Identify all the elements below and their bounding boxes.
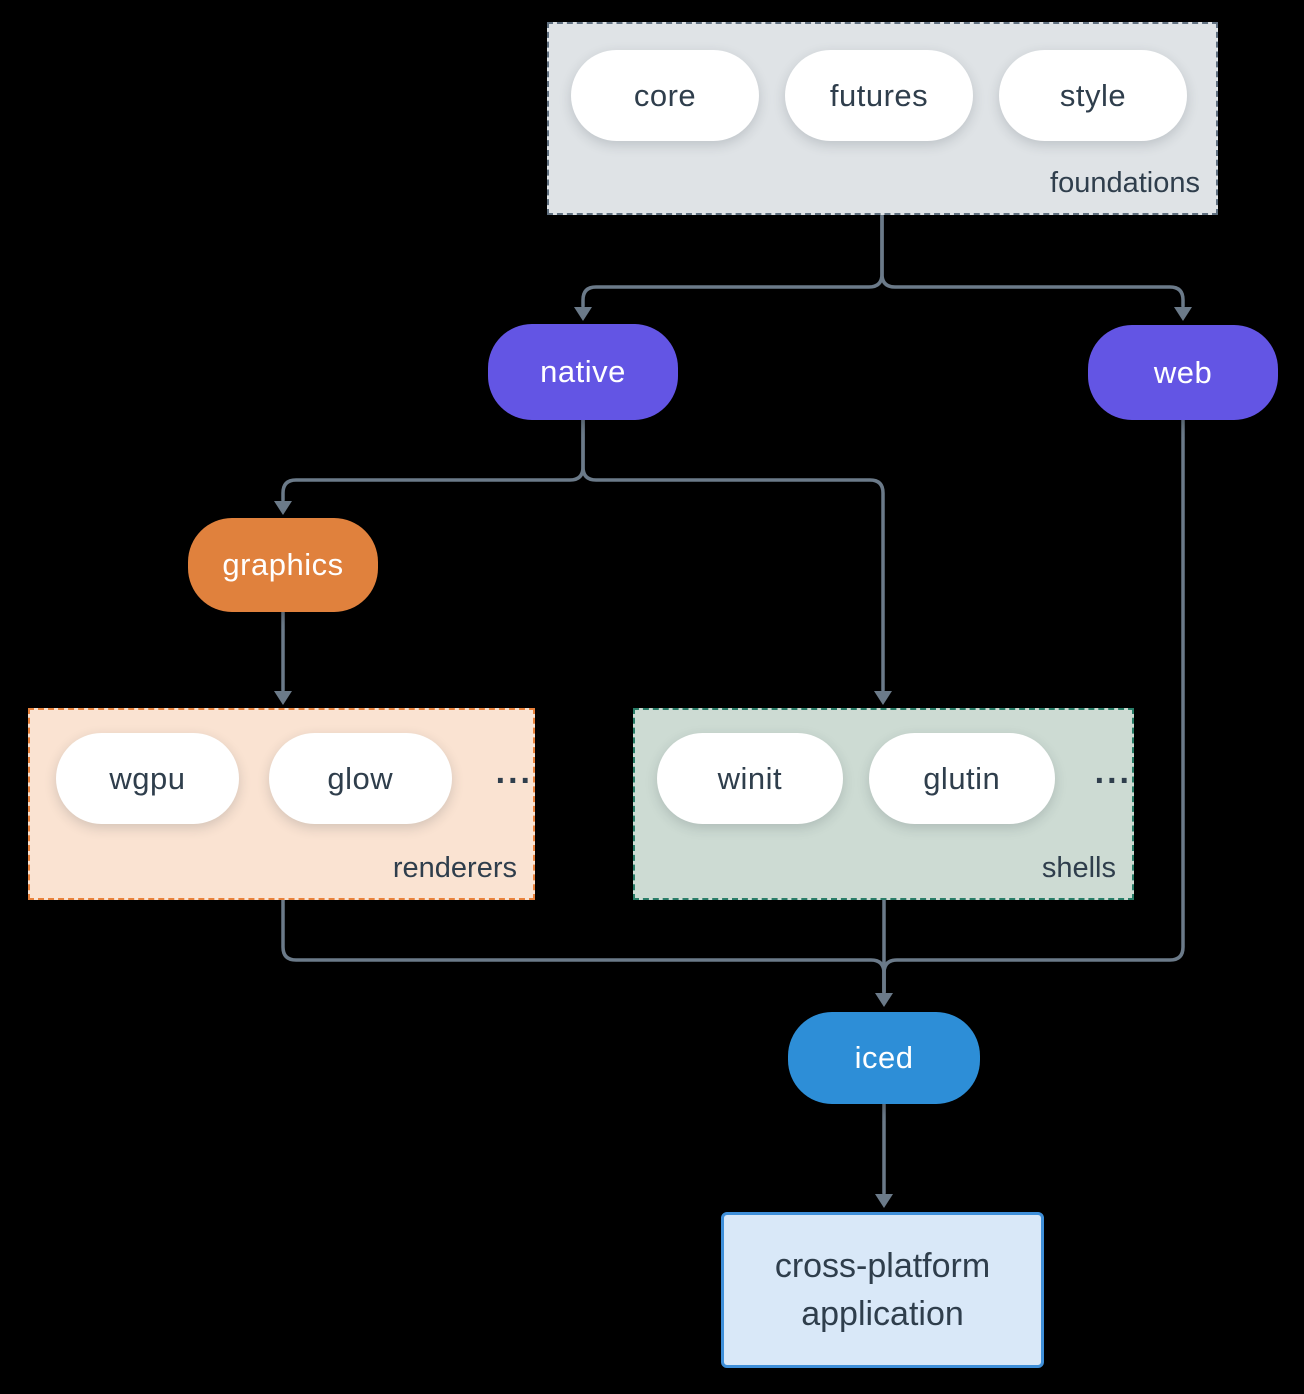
foundations-pill-row: core futures style [549,24,1216,141]
node-iced: iced [788,1012,980,1104]
group-foundations: core futures style foundations [547,22,1218,215]
edge-foundations-web [880,214,1185,308]
node-style: style [999,50,1187,141]
node-winit: winit [657,733,843,824]
application-label-line2: application [801,1295,964,1333]
node-application: cross-platform application [721,1212,1044,1368]
node-glow: glow [268,733,452,824]
node-core: core [571,50,759,141]
arrowhead-graphics [274,501,292,515]
shells-ellipsis: ... [1094,753,1132,791]
arrowhead-iced [875,993,893,1007]
group-label-foundations: foundations [1050,167,1200,199]
node-web: web [1088,325,1278,420]
edge-foundations-native [581,214,884,308]
renderers-pill-row: wgpu glow ... [30,710,533,824]
arrowhead-native [574,307,592,321]
node-wgpu: wgpu [56,733,239,824]
arrowhead-shells [874,691,892,705]
edge-web-iced [882,418,1185,994]
group-renderers: wgpu glow ... renderers [28,708,535,900]
edge-native-graphics [281,418,585,502]
group-shells: winit glutin ... shells [633,708,1134,900]
edge-native-shells [581,418,885,692]
node-native: native [488,324,678,420]
arrowhead-renderers [274,691,292,705]
shells-pill-row: winit glutin ... [635,710,1132,824]
group-label-renderers: renderers [392,852,517,884]
application-label-line1: cross-platform [774,1247,991,1285]
node-glutin: glutin [868,733,1055,824]
group-label-shells: shells [1041,852,1116,884]
node-futures: futures [785,50,973,141]
edge-renderers-iced [281,898,886,994]
node-graphics: graphics [188,518,378,612]
arrowhead-web [1174,307,1192,321]
renderers-ellipsis: ... [495,753,533,791]
arrowhead-application [875,1194,893,1208]
